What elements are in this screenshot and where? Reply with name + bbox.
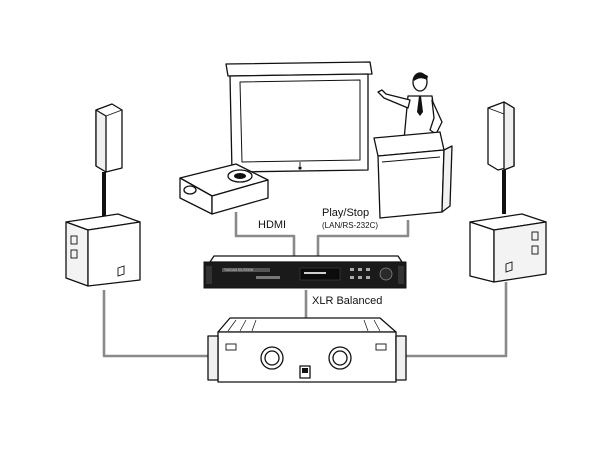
speaker-top-right-icon — [487, 101, 515, 214]
labels: HDMI Play/Stop (LAN/RS-232C) XLR Balance… — [258, 207, 382, 307]
projector-icon — [179, 163, 269, 215]
play-stop-label: Play/Stop — [322, 207, 369, 219]
lan-rs232c-label: (LAN/RS-232C) — [322, 221, 378, 230]
player-brand-text: TASCAM SS-R250N — [224, 268, 254, 272]
cables — [102, 212, 508, 358]
projection-screen-icon — [225, 61, 373, 173]
xlr-balanced-label: XLR Balanced — [312, 295, 382, 307]
subwoofer-left-icon — [65, 213, 141, 287]
subwoofer-right-icon — [469, 213, 547, 283]
hdmi-label: HDMI — [258, 219, 286, 231]
podium-icon — [373, 131, 453, 219]
amplifier-icon — [207, 317, 407, 383]
right-speaker-cable — [394, 282, 508, 358]
media-player-icon: TASCAM SS-R250N — [203, 255, 407, 289]
control-cable — [316, 220, 410, 256]
left-speaker-cable — [102, 290, 218, 358]
presenter-icon — [377, 72, 443, 141]
speaker-top-left-icon — [95, 103, 123, 216]
hdmi-cable — [234, 212, 296, 256]
